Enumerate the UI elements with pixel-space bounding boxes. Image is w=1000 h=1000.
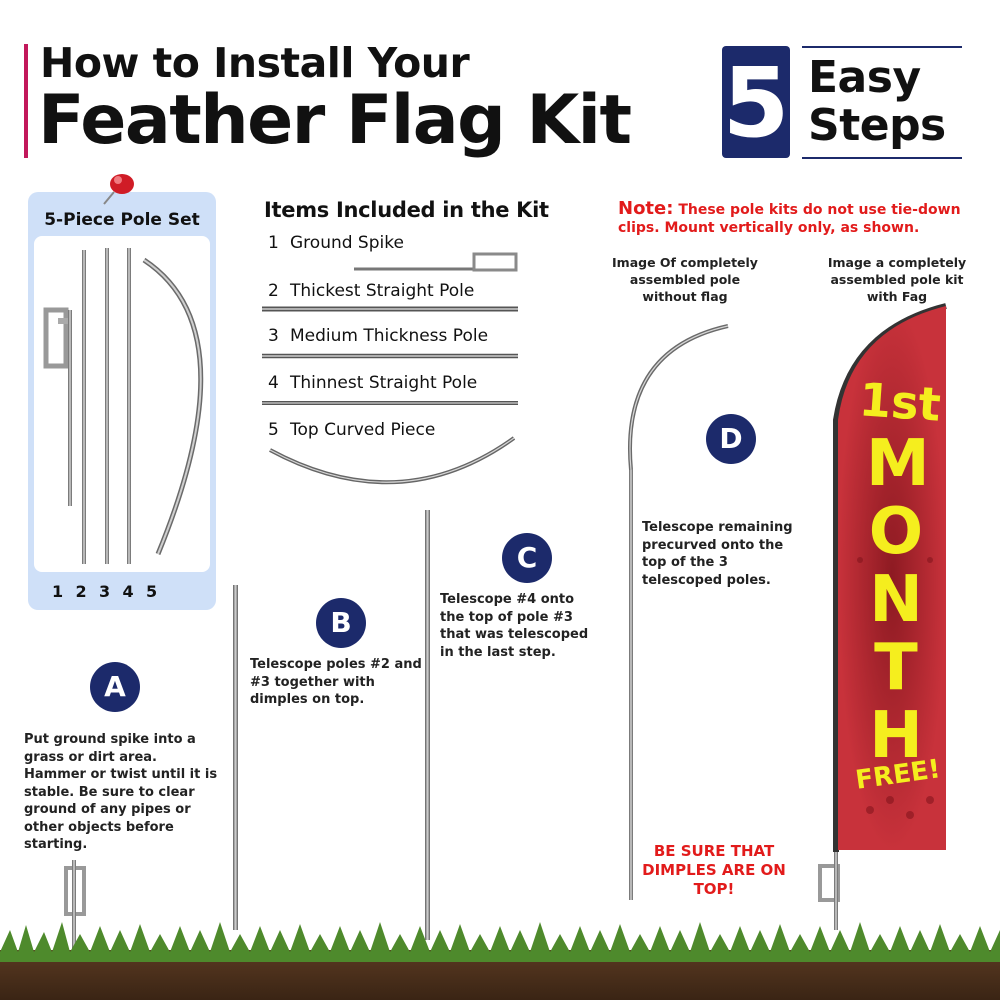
badge-word-easy: Easy (808, 52, 921, 103)
grass-strip (0, 922, 1000, 962)
kit-item: 3 Medium Thickness Pole (268, 326, 488, 346)
steps-badge-box (722, 46, 790, 158)
pole-number-1: 1 (52, 582, 64, 601)
flag-banner (838, 306, 946, 850)
flag-line-1st: 1st (857, 372, 943, 432)
pushpin-icon (103, 174, 134, 205)
kit-item: 1 Ground Spike (268, 233, 404, 253)
pole-set-image-area (34, 236, 210, 572)
steps-badge-number: 5 (722, 47, 790, 159)
pole-b (233, 585, 238, 930)
dimples-warning: BE SURE THAT DIMPLES ARE ON TOP! (642, 842, 786, 898)
pole-c (425, 510, 430, 940)
kit-item-number: 2 (268, 281, 279, 301)
step-c-text: Telescope #4 onto the top of pole #3 tha… (440, 592, 589, 660)
note-body: These pole kits do not use tie-down clip… (618, 202, 961, 236)
kit-item-label: Ground Spike (290, 233, 404, 253)
kit-item-label: Medium Thickness Pole (290, 326, 489, 346)
page-title-line1: How to Install Your (40, 39, 470, 87)
step-c-badge: C (502, 533, 552, 583)
step-b-badge: B (316, 598, 366, 648)
kit-item: 5 Top Curved Piece (268, 420, 435, 440)
step-d-badge: D (706, 414, 756, 464)
title-accent-bar (24, 44, 28, 158)
kit-item-number: 5 (268, 420, 279, 440)
flag-dot-pattern (857, 467, 934, 819)
step-a-badge: A (90, 662, 140, 712)
kit-item-number: 4 (268, 373, 279, 393)
ground-spike-a (64, 860, 86, 980)
badge-word-steps: Steps (808, 100, 946, 151)
kit-title: Items Included in the Kit (264, 198, 549, 222)
kit-item-label: Thinnest Straight Pole (290, 373, 478, 393)
badge-bottom-rule (802, 157, 962, 159)
pole-number-4: 4 (122, 582, 134, 601)
step-b-text: Telescope poles #2 and #3 together with … (250, 657, 422, 707)
badge-top-rule (802, 46, 962, 48)
pole-number-3: 3 (99, 582, 111, 601)
caption-assembled-pole: Image Of completely assembled pole witho… (612, 255, 758, 304)
kit-item: 4 Thinnest Straight Pole (268, 373, 477, 393)
pole-number-5: 5 (146, 582, 158, 601)
kit-item-label: Top Curved Piece (290, 420, 436, 440)
step-d-text: Telescope remaining precurved onto the t… (642, 520, 793, 588)
step-a-text: Put ground spike into a grass or dirt ar… (24, 732, 218, 852)
pole-number-2: 2 (75, 582, 87, 601)
kit-item-number: 3 (268, 326, 279, 346)
note-label: Note: (618, 198, 674, 219)
pole-set-title: 5-Piece Pole Set (44, 210, 200, 230)
caption-assembled-kit: Image a completely assembled pole kit wi… (827, 255, 967, 304)
flag-line-month: MONTH (866, 427, 930, 773)
kit-item-number: 1 (268, 233, 279, 253)
kit-item-label: Thickest Straight Pole (290, 281, 475, 301)
note-text: Note: These pole kits do not use tie-dow… (618, 200, 978, 237)
page-title-line2: Feather Flag Kit (38, 81, 632, 160)
pole-set-illustration (43, 248, 204, 564)
kit-items-illustration (262, 252, 518, 485)
assembled-pole (628, 324, 729, 900)
kit-item: 2 Thickest Straight Pole (268, 281, 474, 301)
